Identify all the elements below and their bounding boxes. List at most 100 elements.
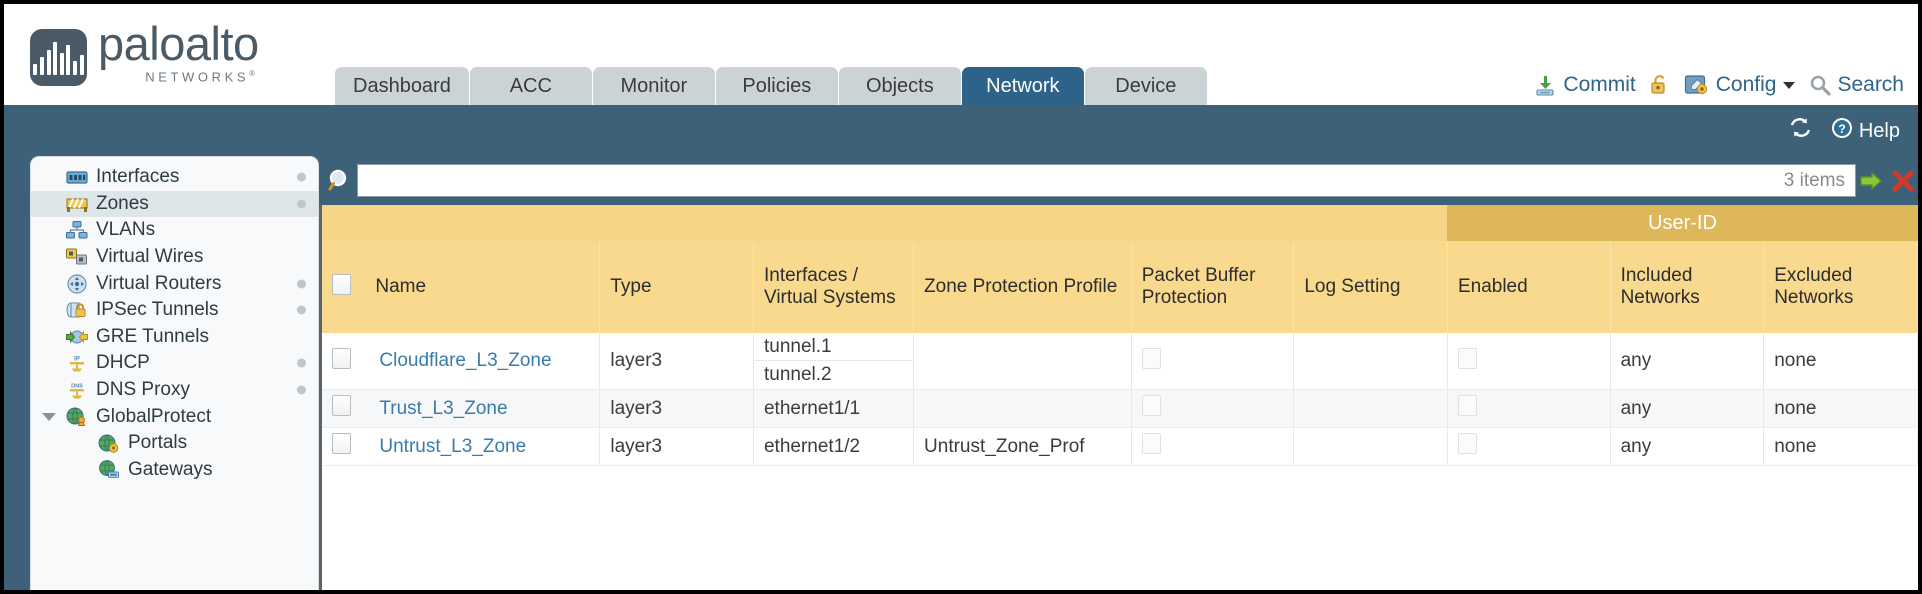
clear-filter-button[interactable]	[1887, 169, 1918, 193]
select-all-header[interactable]	[322, 241, 370, 333]
table-group-header-row: User-ID	[322, 205, 1918, 241]
network-sidebar: Interfaces Zones VLANs Virtual Wires	[30, 156, 319, 590]
tab-dashboard[interactable]: Dashboard	[335, 67, 469, 105]
packet-buffer-protection-checkbox[interactable]	[1141, 433, 1161, 454]
row-checkbox[interactable]	[332, 347, 351, 369]
cell-log-setting	[1293, 333, 1448, 390]
tab-monitor[interactable]: Monitor	[592, 67, 715, 105]
select-all-checkbox[interactable]	[332, 273, 351, 295]
tab-network[interactable]: Network	[961, 67, 1084, 105]
sidebar-item-label: Virtual Routers	[96, 272, 222, 294]
column-header-log-setting[interactable]: Log Setting	[1293, 241, 1448, 333]
brand-name: paloalto	[98, 17, 259, 70]
apply-filter-button[interactable]	[1856, 169, 1887, 193]
table-row[interactable]: Trust_L3_Zone layer3 ethernet1/1 any	[322, 389, 1918, 428]
cell-packet-buffer-protection[interactable]	[1131, 427, 1295, 466]
brand-logo[interactable]: paloalto NETWORKS®	[30, 17, 259, 87]
status-dot	[297, 385, 306, 395]
zone-name-link[interactable]: Untrust_L3_Zone	[379, 435, 527, 457]
column-header-included-networks[interactable]: Included Networks	[1610, 241, 1765, 333]
userid-enabled-checkbox[interactable]	[1457, 347, 1477, 369]
cell-zone-type: layer3	[599, 333, 754, 390]
cell-zone-protection-profile	[913, 389, 1132, 428]
column-header-name[interactable]: Name	[369, 241, 601, 333]
sidebar-item-label: Gateways	[128, 458, 213, 480]
userid-enabled-checkbox[interactable]	[1457, 433, 1477, 454]
tab-objects[interactable]: Objects	[838, 67, 961, 105]
cell-zone-protection-profile	[913, 333, 1132, 390]
column-header-enabled[interactable]: Enabled	[1447, 241, 1611, 333]
packet-buffer-protection-checkbox[interactable]	[1141, 347, 1161, 369]
commit-icon	[1533, 73, 1557, 97]
status-dot	[297, 199, 306, 209]
cell-zone-name[interactable]: Trust_L3_Zone	[369, 389, 601, 428]
sidebar-item-vlans[interactable]: VLANs	[31, 217, 318, 244]
sidebar-item-gateways[interactable]: Gateways	[31, 457, 318, 484]
refresh-icon[interactable]	[1788, 116, 1814, 146]
config-menu[interactable]: Config	[1684, 73, 1797, 97]
commit-button[interactable]: Commit	[1533, 73, 1636, 97]
sidebar-item-zones[interactable]: Zones	[31, 190, 318, 218]
table-row[interactable]: Untrust_L3_Zone layer3 ethernet1/2 Untru…	[322, 427, 1918, 466]
column-header-excluded-networks[interactable]: Excluded Networks	[1763, 241, 1918, 333]
search-label: Search	[1837, 73, 1904, 96]
sidebar-item-label: Virtual Wires	[96, 246, 204, 268]
search-icon	[1809, 74, 1832, 96]
row-select-cell[interactable]	[322, 389, 370, 428]
svg-text:DNS: DNS	[71, 383, 83, 389]
column-header-type[interactable]: Type	[599, 241, 754, 333]
row-checkbox[interactable]	[332, 395, 351, 416]
row-select-cell[interactable]	[322, 333, 370, 390]
app-header: paloalto NETWORKS® Dashboard ACC Monitor…	[4, 4, 1918, 105]
virtual-wires-icon	[65, 248, 88, 267]
cell-zone-name[interactable]: Cloudflare_L3_Zone	[369, 333, 601, 390]
sidebar-item-portals[interactable]: Portals	[31, 430, 318, 457]
sidebar-item-ipsec-tunnels[interactable]: IPSec Tunnels	[31, 297, 318, 324]
search-button[interactable]: Search	[1809, 73, 1904, 97]
sidebar-item-globalprotect[interactable]: GlobalProtect	[31, 403, 318, 430]
help-label: Help	[1858, 119, 1900, 142]
filter-search-icon[interactable]	[323, 168, 357, 194]
cell-userid-enabled[interactable]	[1447, 427, 1611, 466]
row-checkbox[interactable]	[332, 433, 351, 454]
group-header-user-id: User-ID	[1447, 205, 1918, 241]
table-row[interactable]: Cloudflare_L3_Zone layer3 tunnel.1 tunne…	[322, 333, 1918, 390]
tab-acc[interactable]: ACC	[469, 67, 592, 105]
cell-packet-buffer-protection[interactable]	[1131, 389, 1295, 428]
column-header-zone-protection-profile[interactable]: Zone Protection Profile	[913, 241, 1132, 333]
column-header-interfaces[interactable]: Interfaces / Virtual Systems	[753, 241, 915, 333]
sidebar-item-gre-tunnels[interactable]: GRE Tunnels	[31, 324, 318, 351]
sidebar-item-dhcp[interactable]: IP DHCP	[31, 350, 318, 377]
cell-zone-name[interactable]: Untrust_L3_Zone	[369, 427, 601, 466]
sidebar-item-interfaces[interactable]: Interfaces	[31, 164, 318, 191]
tab-policies[interactable]: Policies	[715, 67, 838, 105]
interface-entry: tunnel.1	[753, 333, 914, 361]
filter-input[interactable]	[368, 165, 1774, 196]
status-dot	[297, 172, 306, 182]
sidebar-item-virtual-wires[interactable]: Virtual Wires	[31, 244, 318, 271]
cell-zone-interfaces: ethernet1/2	[753, 427, 915, 466]
sidebar-item-virtual-routers[interactable]: Virtual Routers	[31, 270, 318, 297]
zone-name-link[interactable]: Cloudflare_L3_Zone	[379, 350, 552, 371]
sidebar-item-label: GlobalProtect	[96, 405, 212, 427]
sidebar-item-label: Interfaces	[96, 166, 180, 188]
lock-button[interactable]	[1649, 73, 1671, 97]
help-button[interactable]: ? Help	[1830, 116, 1900, 146]
config-gear-icon	[1684, 73, 1710, 97]
sidebar-item-dns-proxy[interactable]: DNS DNS Proxy	[31, 377, 318, 404]
cell-userid-enabled[interactable]	[1447, 333, 1611, 390]
expand-caret-icon[interactable]	[42, 412, 56, 421]
filter-input-wrapper[interactable]: 3 items	[357, 164, 1856, 197]
cell-userid-enabled[interactable]	[1447, 389, 1611, 428]
packet-buffer-protection-checkbox[interactable]	[1141, 395, 1161, 416]
cell-packet-buffer-protection[interactable]	[1131, 333, 1295, 390]
zone-name-link[interactable]: Trust_L3_Zone	[379, 397, 508, 419]
row-select-cell[interactable]	[322, 427, 370, 466]
sidebar-item-label: DHCP	[96, 352, 150, 374]
userid-enabled-checkbox[interactable]	[1457, 395, 1477, 416]
cell-log-setting	[1293, 389, 1448, 428]
column-header-packet-buffer-protection[interactable]: Packet Buffer Protection	[1131, 241, 1295, 333]
cell-zone-interfaces: tunnel.1 tunnel.2	[753, 333, 915, 390]
tab-device[interactable]: Device	[1084, 67, 1207, 105]
